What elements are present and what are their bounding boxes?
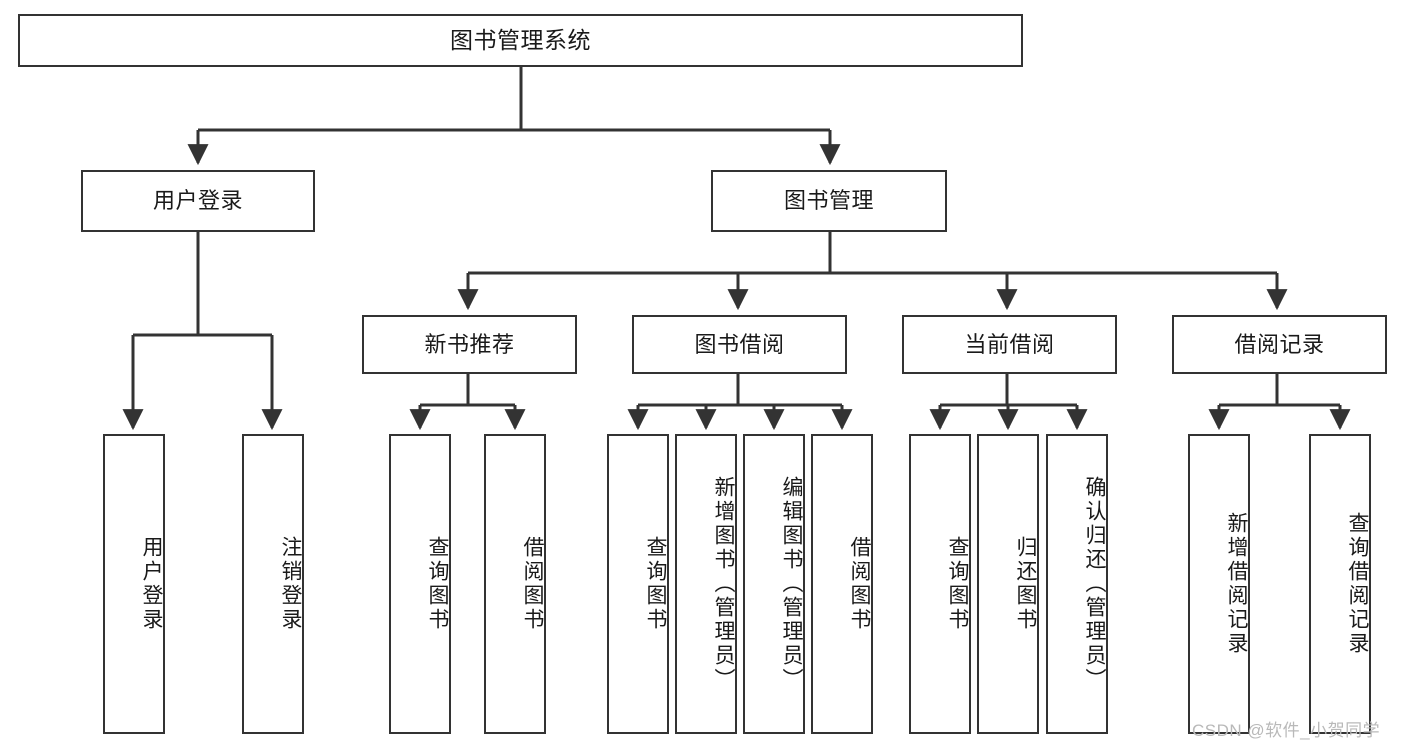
leaf-user-login-signin[interactable]: 用户登录 [103,434,165,734]
leaf-current-query-book[interactable]: 查询图书 [909,434,971,734]
node-borrow-records[interactable]: 借阅记录 [1172,315,1387,374]
node-book-borrow[interactable]: 图书借阅 [632,315,847,374]
leaf-borrow-add-book-admin[interactable]: 新增图书（管理员） [675,434,737,734]
csdn-watermark: CSDN @软件_小贺同学 [1192,721,1381,740]
leaf-borrow-borrow-book[interactable]: 借阅图书 [811,434,873,734]
leaf-records-query-record[interactable]: 查询借阅记录 [1309,434,1371,734]
node-user-login[interactable]: 用户登录 [81,170,315,232]
leaf-current-confirm-return-admin[interactable]: 确认归还（管理员） [1046,434,1108,734]
leaf-newbook-query-book[interactable]: 查询图书 [389,434,451,734]
leaf-user-login-signout[interactable]: 注销登录 [242,434,304,734]
leaf-newbook-borrow-book[interactable]: 借阅图书 [484,434,546,734]
leaf-records-add-record[interactable]: 新增借阅记录 [1188,434,1250,734]
leaf-current-return-book[interactable]: 归还图书 [977,434,1039,734]
leaf-borrow-edit-book-admin[interactable]: 编辑图书（管理员） [743,434,805,734]
node-new-book-recommend[interactable]: 新书推荐 [362,315,577,374]
leaf-borrow-query-book[interactable]: 查询图书 [607,434,669,734]
node-current-borrow[interactable]: 当前借阅 [902,315,1117,374]
node-root-system[interactable]: 图书管理系统 [18,14,1023,67]
node-book-management[interactable]: 图书管理 [711,170,947,232]
